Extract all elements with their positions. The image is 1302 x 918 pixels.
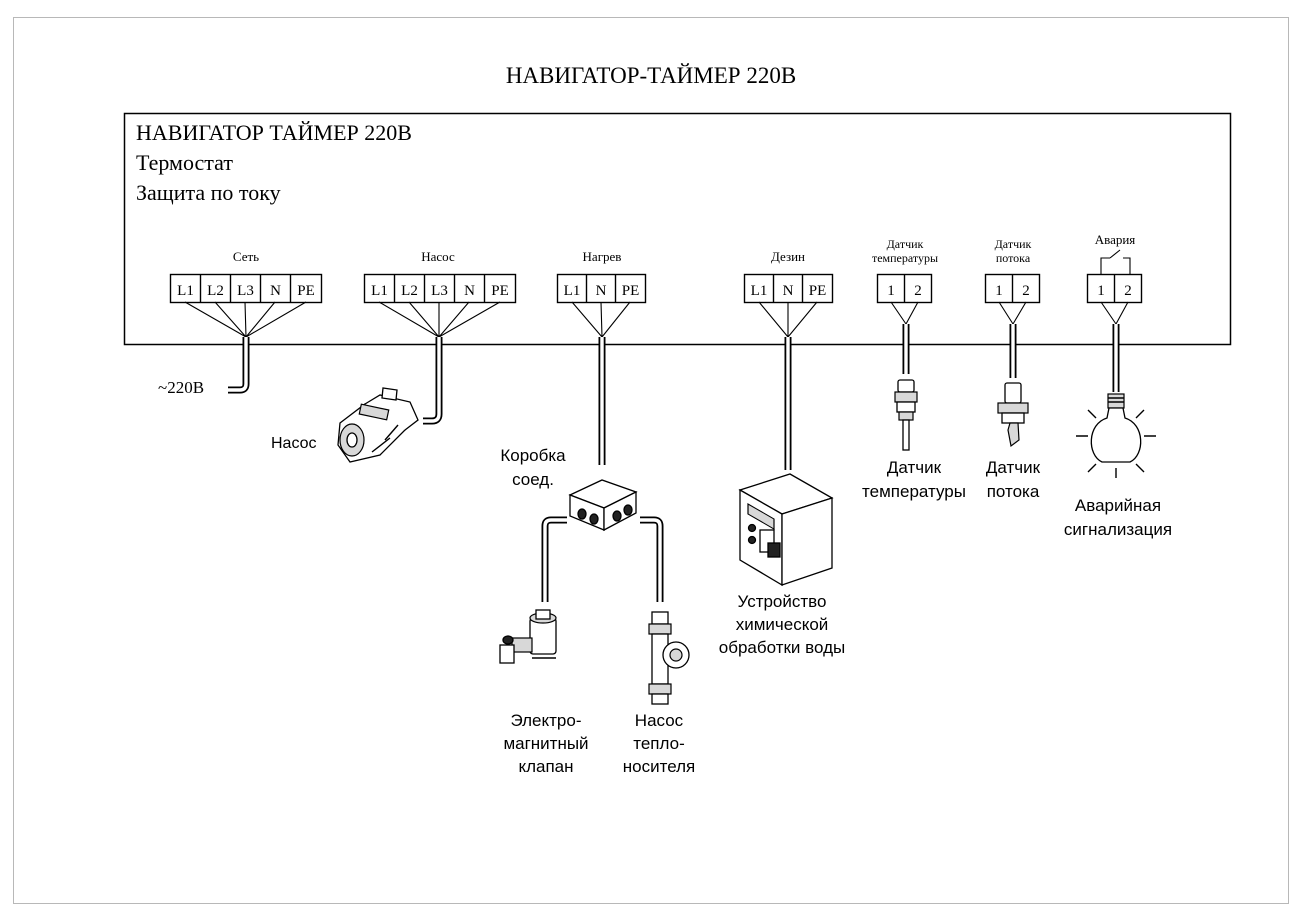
terminal-label: N [783, 283, 794, 299]
coolant-pump-label-1: Насос [635, 711, 684, 730]
junction-box-label-1: Коробка [500, 446, 566, 465]
terminal-block-temp-sensor: Датчик температуры 1 2 [872, 237, 938, 325]
coolant-pump-icon [648, 611, 690, 705]
block-label-flow-sensor-2: потока [996, 251, 1031, 265]
terminal-label: N [464, 283, 475, 299]
terminal-label: 2 [1124, 283, 1132, 299]
block-label-alarm: Авария [1095, 232, 1136, 247]
terminal-label: PE [297, 283, 315, 299]
temperature-sensor-icon [894, 379, 918, 451]
terminal-label: L1 [371, 283, 388, 299]
pump-icon [337, 387, 419, 463]
terminal-block-alarm: Авария 1 2 [1086, 232, 1143, 325]
terminal-label: 1 [887, 283, 895, 299]
flow-sensor-icon [997, 382, 1029, 448]
solenoid-valve-label-2: магнитный [503, 734, 588, 753]
solenoid-valve-icon [499, 609, 557, 664]
terminal-label: PE [809, 283, 827, 299]
block-label-temp-sensor-1: Датчик [887, 237, 924, 251]
temperature-sensor-label-2: температуры [862, 482, 966, 501]
chemical-unit-icon [738, 473, 834, 587]
block-label-heating: Нагрев [583, 249, 622, 264]
block-label-temp-sensor-2: температуры [872, 251, 938, 265]
block-label-pump: Насос [421, 249, 455, 264]
coolant-pump-label-3: носителя [623, 757, 695, 776]
terminal-block-heating: Нагрев L1 N PE [556, 249, 647, 338]
controller-name: НАВИГАТОР ТАЙМЕР 220В [136, 120, 412, 145]
cable-coolant-pump [640, 516, 664, 602]
terminal-label: 1 [995, 283, 1003, 299]
terminal-block-flow-sensor: Датчик потока 1 2 [984, 237, 1041, 325]
terminal-label: L1 [751, 283, 768, 299]
terminal-block-network: Сеть L1 L2 L3 N PE [169, 249, 323, 338]
block-label-flow-sensor-1: Датчик [995, 237, 1032, 251]
cable-pump [423, 337, 443, 425]
solenoid-valve-label-1: Электро- [510, 711, 581, 730]
terminal-label: N [270, 283, 281, 299]
terminal-block-pump: Насос L1 L2 L3 N PE [363, 249, 517, 338]
controller-feature-current-protection: Защита по току [136, 180, 281, 205]
coolant-pump-label-2: тепло- [633, 734, 684, 753]
chemical-unit-label-3: обработки воды [719, 638, 845, 657]
relay-contact-icon [1100, 249, 1131, 274]
chemical-unit-label-1: Устройство [738, 592, 827, 611]
terminal-label: L3 [237, 283, 254, 299]
terminal-block-disinfection: Дезин L1 N PE [743, 249, 834, 338]
cable-solenoid [541, 516, 567, 602]
terminal-label: 1 [1097, 283, 1105, 299]
alarm-lamp-icon [1076, 393, 1156, 478]
diagram-title: НАВИГАТОР-ТАЙМЕР 220В [506, 63, 796, 88]
alarm-label-2: сигнализация [1064, 520, 1172, 539]
terminal-label: L1 [177, 283, 194, 299]
alarm-label-1: Аварийная [1075, 496, 1161, 515]
pump-label: Насос [271, 435, 317, 452]
terminal-label: PE [491, 283, 509, 299]
page-border [13, 17, 1289, 904]
block-label-network: Сеть [233, 249, 259, 264]
block-label-disinfection: Дезин [771, 249, 805, 264]
terminal-label: N [596, 283, 607, 299]
solenoid-valve-label-3: клапан [518, 757, 573, 776]
flow-sensor-label-1: Датчик [986, 458, 1041, 477]
terminal-label: PE [622, 283, 640, 299]
chemical-unit-label-2: химической [736, 615, 829, 634]
controller-box [123, 112, 1232, 346]
cables [228, 324, 1120, 602]
flow-sensor-label-2: потока [987, 482, 1040, 501]
junction-box-label-2: соед. [512, 470, 554, 489]
supply-label: ~220В [158, 378, 204, 397]
terminal-label: L3 [431, 283, 448, 299]
terminal-label: 2 [1022, 283, 1030, 299]
terminal-label: L2 [207, 283, 224, 299]
terminal-label: L1 [564, 283, 581, 299]
temperature-sensor-label-1: Датчик [887, 458, 942, 477]
controller-feature-thermostat: Термостат [136, 150, 233, 175]
terminal-label: L2 [401, 283, 418, 299]
junction-box-icon [568, 479, 638, 532]
terminal-label: 2 [914, 283, 922, 299]
